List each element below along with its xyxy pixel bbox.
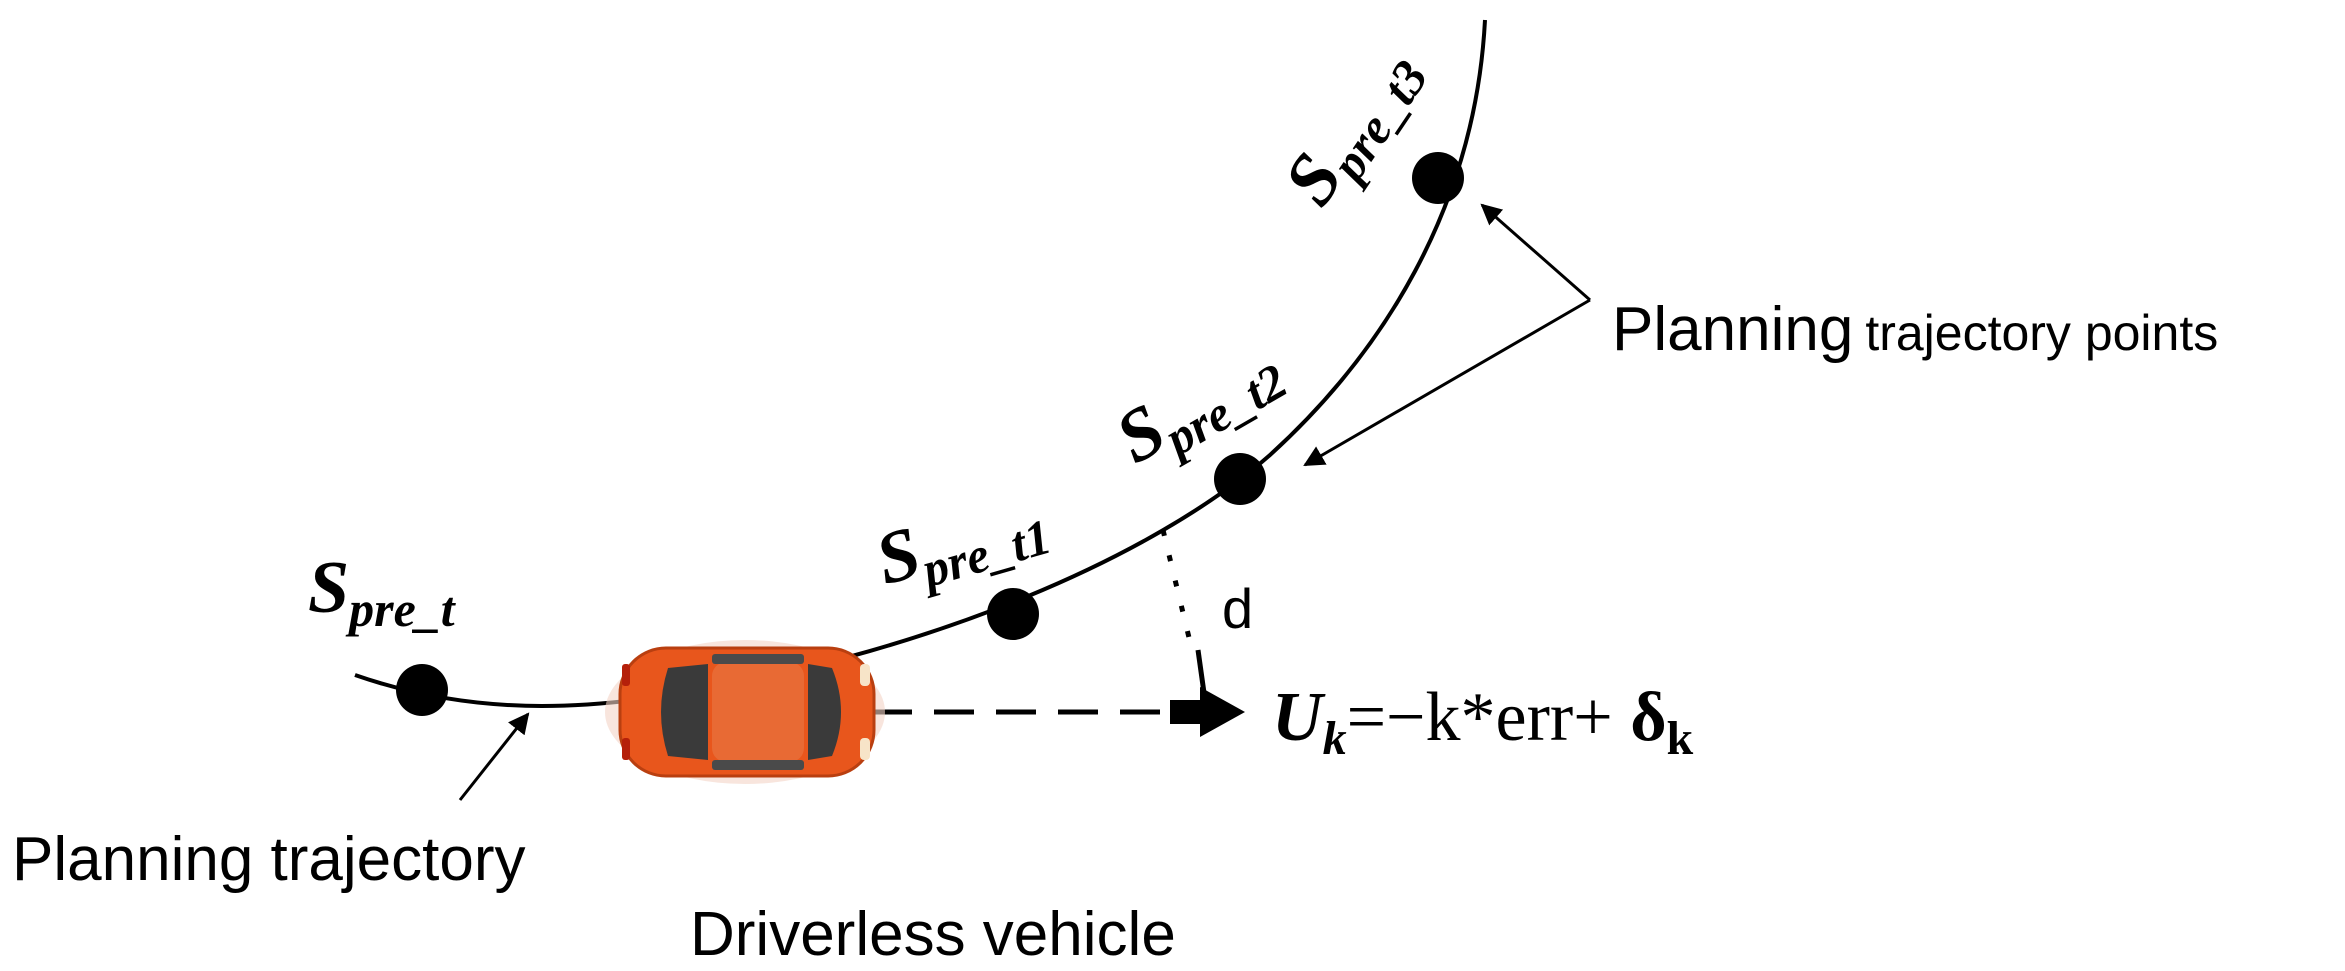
- pointer-arrow-to-curve: [458, 712, 530, 801]
- pointer-arrow-to-t3: [1480, 203, 1591, 302]
- trajectory-point-t3: [1412, 152, 1464, 204]
- car-taillight-top: [622, 664, 630, 686]
- car-taillight-bottom: [622, 738, 630, 760]
- pointer-arrow-to-t2: [1303, 298, 1591, 467]
- control-formula: Uk=−k*err+ δk: [1272, 679, 1694, 765]
- label-s-pre-t2: Spre_t2: [1103, 323, 1297, 487]
- trajectory-point-t1: [987, 588, 1039, 640]
- trajectory-point-t: [396, 664, 448, 716]
- heading-arrow-shaft: [1170, 700, 1200, 724]
- label-distance-d: d: [1222, 577, 1253, 640]
- car-headlight-top: [860, 664, 870, 686]
- label-s-pre-t: Spre_t: [308, 547, 457, 637]
- car-headlight-bottom: [860, 738, 870, 760]
- label-s-pre-t1: Spre_t1: [867, 475, 1057, 609]
- driverless-vehicle: [605, 640, 885, 784]
- distance-line: [1160, 529, 1195, 651]
- car-windshield: [808, 664, 841, 760]
- label-driverless-vehicle: Driverless vehicle: [690, 900, 1176, 969]
- label-s-pre-t3: Spre_t3: [1268, 31, 1439, 224]
- planning-trajectory-curve: [354, 19, 1487, 708]
- heading-arrowhead: [1200, 687, 1245, 737]
- car-side-window-top: [712, 654, 804, 664]
- trajectory-point-t2: [1214, 453, 1266, 505]
- label-planning-trajectory: Planning trajectory: [12, 825, 526, 894]
- car-rear-window: [661, 664, 708, 760]
- car-roof: [712, 662, 804, 762]
- car-side-window-bottom: [712, 760, 804, 770]
